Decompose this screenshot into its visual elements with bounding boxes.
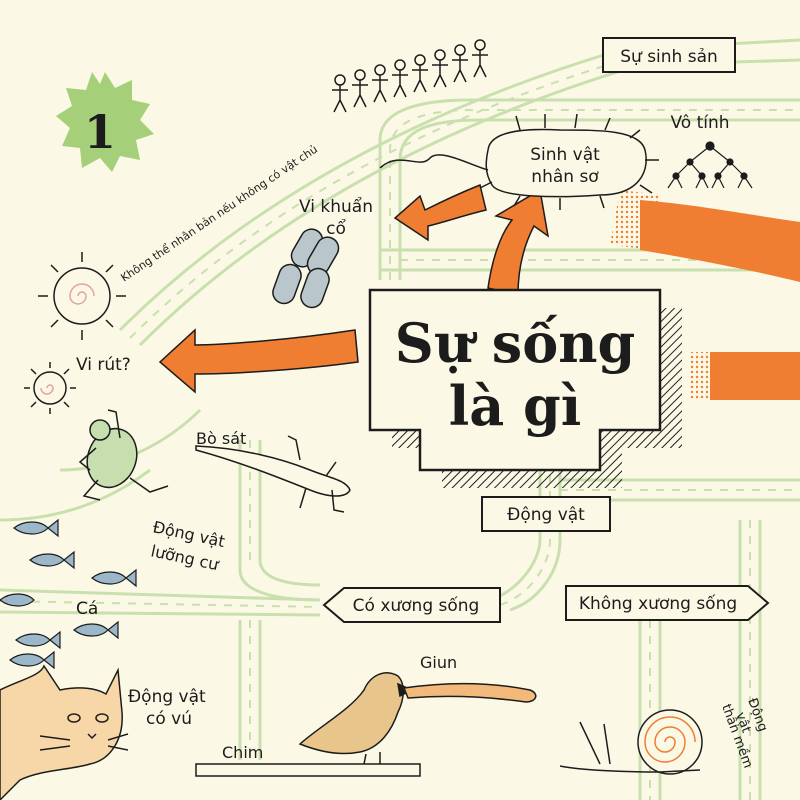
frog-icon bbox=[78, 409, 169, 501]
title-block: Sự sống là gì bbox=[368, 288, 682, 488]
cat-icon bbox=[0, 664, 129, 800]
label-eukaryote-1: Sinh vật bbox=[530, 145, 600, 165]
label-asexual: Vô tính bbox=[670, 113, 729, 133]
label-mammal-2: có vú bbox=[146, 709, 192, 729]
badge: 1 bbox=[56, 72, 154, 172]
archaea-icon bbox=[272, 228, 340, 309]
green-paths bbox=[0, 38, 800, 800]
label-invertebrate: Không xương sống bbox=[579, 593, 737, 614]
label-archaea-2: cổ bbox=[326, 218, 346, 239]
fish-school-icon bbox=[0, 518, 137, 670]
label-reptile: Bò sát bbox=[196, 429, 246, 448]
title-line-2: là gì bbox=[449, 374, 582, 438]
label-fish: Cá bbox=[76, 599, 98, 619]
label-worm: Giun bbox=[420, 653, 457, 672]
label-mammal-1: Động vật bbox=[128, 687, 206, 707]
label-eukaryote-2: nhân sơ bbox=[531, 167, 599, 187]
title-line-1: Sự sống bbox=[395, 311, 636, 375]
label-bird: Chim bbox=[222, 743, 263, 762]
virus-icon bbox=[24, 252, 126, 414]
label-reproduction: Sự sinh sản bbox=[620, 47, 718, 67]
label-vertebrate: Có xương sống bbox=[353, 595, 480, 616]
label-archaea-1: Vi khuẩn bbox=[299, 196, 373, 217]
lizard-icon bbox=[195, 435, 351, 513]
cell-icon bbox=[379, 113, 659, 210]
label-virus: Vi rút? bbox=[76, 355, 131, 375]
badge-number: 1 bbox=[84, 105, 116, 159]
orange-arrows bbox=[158, 183, 800, 400]
snail-icon bbox=[559, 709, 703, 775]
label-animal: Động vật bbox=[507, 505, 585, 525]
label-boxes bbox=[322, 37, 770, 623]
worm-icon bbox=[402, 682, 537, 703]
asexual-tree-icon bbox=[667, 141, 753, 189]
label-mollusc-2: vật bbox=[732, 710, 753, 735]
human-chain-icon bbox=[332, 39, 488, 113]
